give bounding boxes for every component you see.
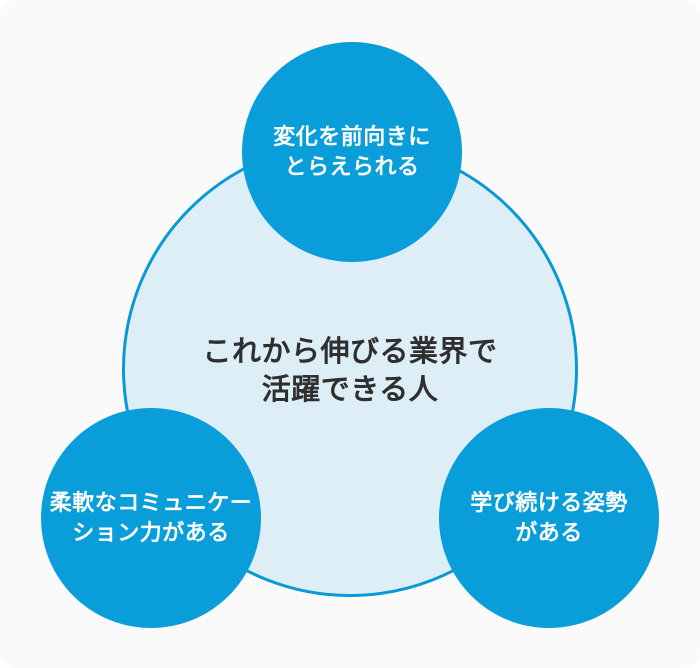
center-title-line1: これから伸びる業界で (202, 336, 498, 368)
center-title-line2: 活躍できる人 (261, 374, 439, 406)
node-label-positive-change: 変化を前向きに とらえられる (273, 122, 431, 182)
node-label-continuous-learning: 学び続ける姿勢 がある (470, 488, 628, 548)
center-title: これから伸びる業界で 活躍できる人 (202, 329, 497, 409)
node-label-line2: ション力がある (72, 520, 230, 545)
node-circle-continuous-learning: 学び続ける姿勢 がある (439, 408, 659, 628)
node-label-line1: 学び続ける姿勢 (470, 490, 628, 515)
node-label-flexible-communication: 柔軟なコミュニケー ション力がある (50, 488, 253, 548)
node-label-line2: がある (515, 520, 583, 545)
node-circle-positive-change: 変化を前向きに とらえられる (242, 42, 462, 262)
node-label-line1: 柔軟なコミュニケー (49, 490, 253, 515)
node-label-line1: 変化を前向きに (273, 124, 431, 149)
node-circle-flexible-communication: 柔軟なコミュニケー ション力がある (41, 408, 261, 628)
node-label-line2: とらえられる (284, 154, 420, 179)
